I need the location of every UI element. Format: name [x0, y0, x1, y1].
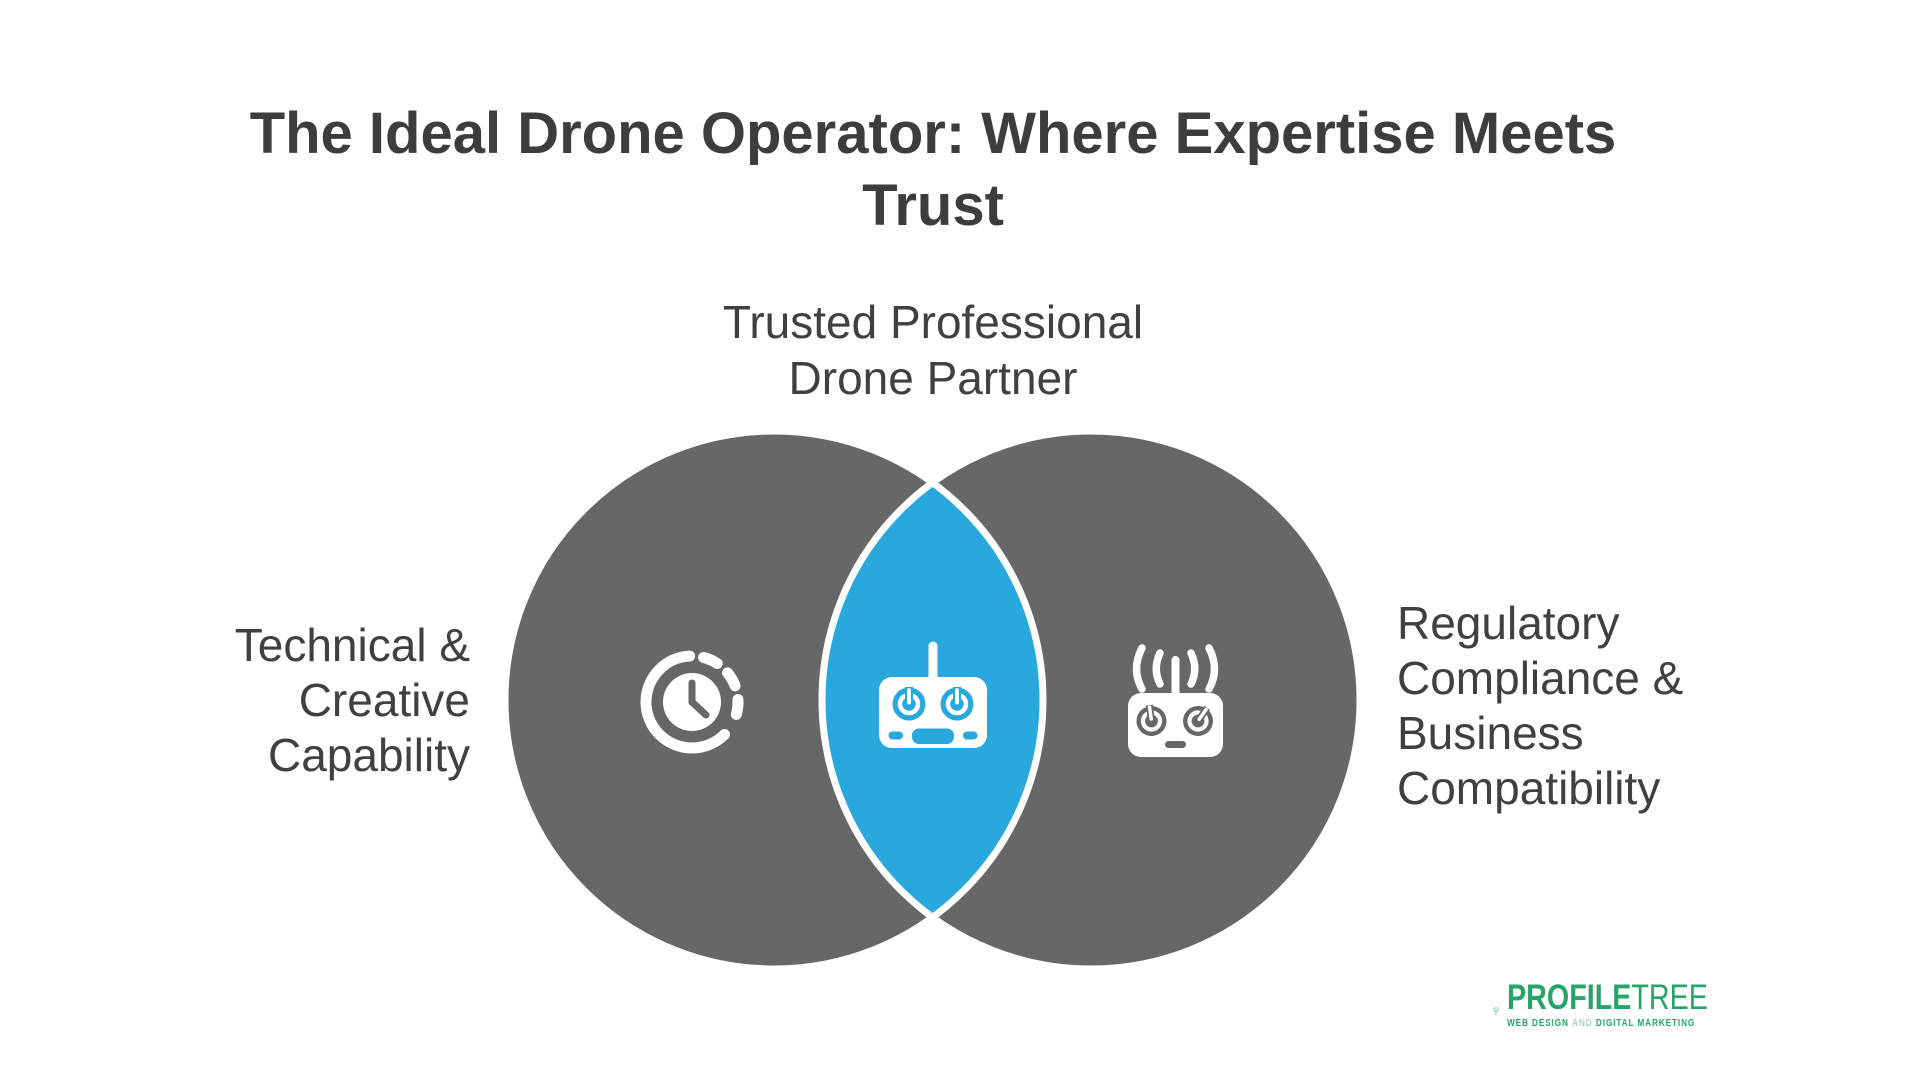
left-circle-label-line-2: Creative: [298, 674, 470, 726]
page-title-line-1: The Ideal Drone Operator: Where Expertis…: [249, 101, 1617, 166]
tagline-web-design: WEB DESIGN: [1506, 1018, 1569, 1029]
page-title: The Ideal Drone Operator: Where Expertis…: [0, 98, 1866, 242]
overlap-label-line-1: Trusted Professional: [722, 296, 1144, 348]
right-circle-label-line-2: Compliance &: [1397, 652, 1684, 704]
drone-controller-icon: [879, 641, 987, 748]
tagline-digital-marketing: DIGITAL MARKETING: [1595, 1018, 1696, 1029]
profiletree-brand: PROFILETREE: [1506, 978, 1708, 1017]
overlap-label: Trusted Professional Drone Partner: [633, 294, 1233, 406]
brand-tree: TREE: [1631, 978, 1708, 1017]
right-circle-label: Regulatory Compliance & Business Compati…: [1397, 596, 1827, 816]
tree-icon: [1492, 1006, 1500, 1016]
left-circle-outline: [501, 427, 1047, 973]
left-circle-label-line-3: Capability: [268, 729, 470, 781]
left-circle-label-line-1: Technical &: [234, 619, 470, 671]
right-circle-label-line-3: Business: [1397, 707, 1584, 759]
brand-profile: PROFILE: [1506, 978, 1632, 1017]
right-circle-label-line-1: Regulatory: [1397, 597, 1620, 649]
right-circle-outline: [818, 427, 1364, 973]
drone-controller-signal-icon: [1128, 644, 1223, 757]
right-circle-label-line-4: Compatibility: [1397, 762, 1661, 814]
left-circle-label: Technical & Creative Capability: [150, 618, 470, 783]
page-title-line-2: Trust: [862, 173, 1004, 238]
overlap-label-line-2: Drone Partner: [788, 352, 1078, 404]
clock-icon: [640, 650, 744, 754]
tagline-and: AND: [1572, 1018, 1593, 1029]
